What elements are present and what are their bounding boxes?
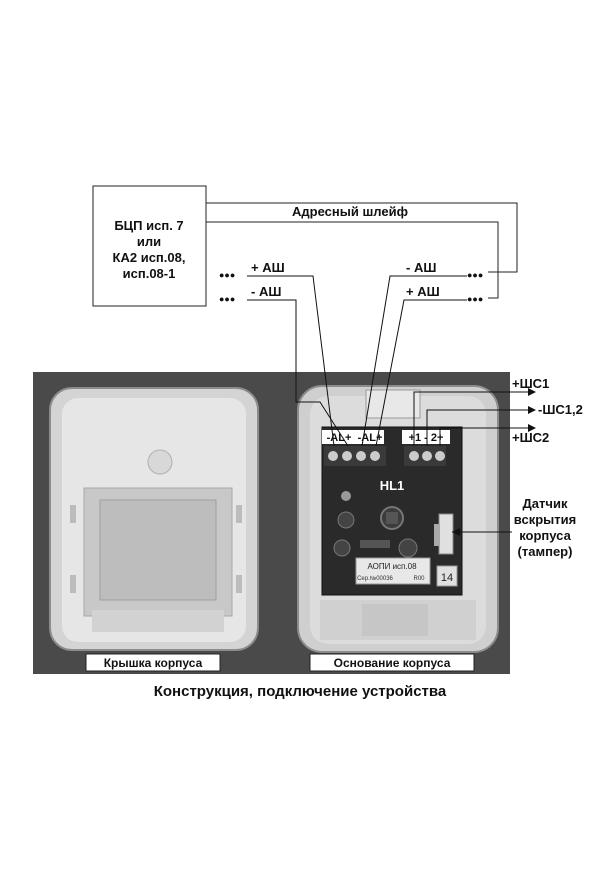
zone-wires bbox=[413, 391, 530, 446]
controller-line-3: КА2 исп.08, bbox=[113, 250, 186, 265]
zone-shs1-plus: +ШС1 bbox=[512, 376, 549, 391]
address-loop-wires bbox=[206, 202, 518, 299]
right-plus-label: + АШ bbox=[406, 284, 440, 299]
dots-right-top: ●●● bbox=[467, 270, 483, 280]
dots-right-bottom: ●●● bbox=[467, 294, 483, 304]
dots-left-bottom: ●●● bbox=[219, 294, 235, 304]
circuit-board: АОПИ исп.08 Сер.№00036 R00 14 bbox=[321, 426, 463, 596]
base-label-box bbox=[309, 653, 475, 672]
left-minus-label: - АШ bbox=[251, 284, 281, 299]
terminal-zones: +1 - 2+ bbox=[409, 432, 444, 444]
board-rev: R00 bbox=[413, 576, 425, 582]
left-plus-label: + АШ bbox=[251, 260, 285, 275]
hl1-label: HL1 bbox=[380, 478, 405, 493]
zone-arrows bbox=[528, 388, 536, 432]
controller-line-4: исп.08-1 bbox=[123, 266, 176, 281]
tamper-line-2: вскрытия bbox=[514, 512, 576, 527]
cover-label: Крышка корпуса bbox=[104, 656, 203, 670]
address-loop-title: Адресный шлейф bbox=[292, 204, 408, 219]
controller-line-1: БЦП исп. 7 bbox=[114, 218, 183, 233]
tamper-arrow bbox=[452, 528, 460, 536]
terminal-block-al bbox=[324, 446, 386, 466]
base-label: Основание корпуса bbox=[334, 656, 451, 670]
cover-label-box bbox=[85, 653, 221, 672]
tamper-switch bbox=[438, 513, 454, 555]
tamper-line-3: корпуса bbox=[519, 528, 571, 543]
board-number: 14 bbox=[441, 572, 453, 584]
tamper-line-1: Датчик bbox=[523, 496, 568, 511]
zone-shs12-minus: -ШС1,2 bbox=[538, 402, 583, 417]
figure-caption: Конструкция, подключение устройства bbox=[153, 683, 447, 700]
board-sticker bbox=[355, 557, 431, 585]
tamper-line-4: (тампер) bbox=[518, 544, 573, 559]
board-label: АОПИ исп.08 bbox=[367, 562, 417, 571]
controller-box bbox=[92, 185, 207, 307]
loop-to-terminal-wires bbox=[247, 275, 467, 447]
board-serial: Сер.№00036 bbox=[357, 575, 393, 582]
terminal-al-1: -AL+ bbox=[327, 432, 352, 444]
zone-shs2-plus: +ШС2 bbox=[512, 430, 549, 445]
cover-part bbox=[49, 387, 259, 651]
dots-left-top: ●●● bbox=[219, 270, 235, 280]
right-minus-label: - АШ bbox=[406, 260, 436, 275]
led-hl1 bbox=[341, 491, 351, 501]
controller-line-2: или bbox=[137, 234, 161, 249]
